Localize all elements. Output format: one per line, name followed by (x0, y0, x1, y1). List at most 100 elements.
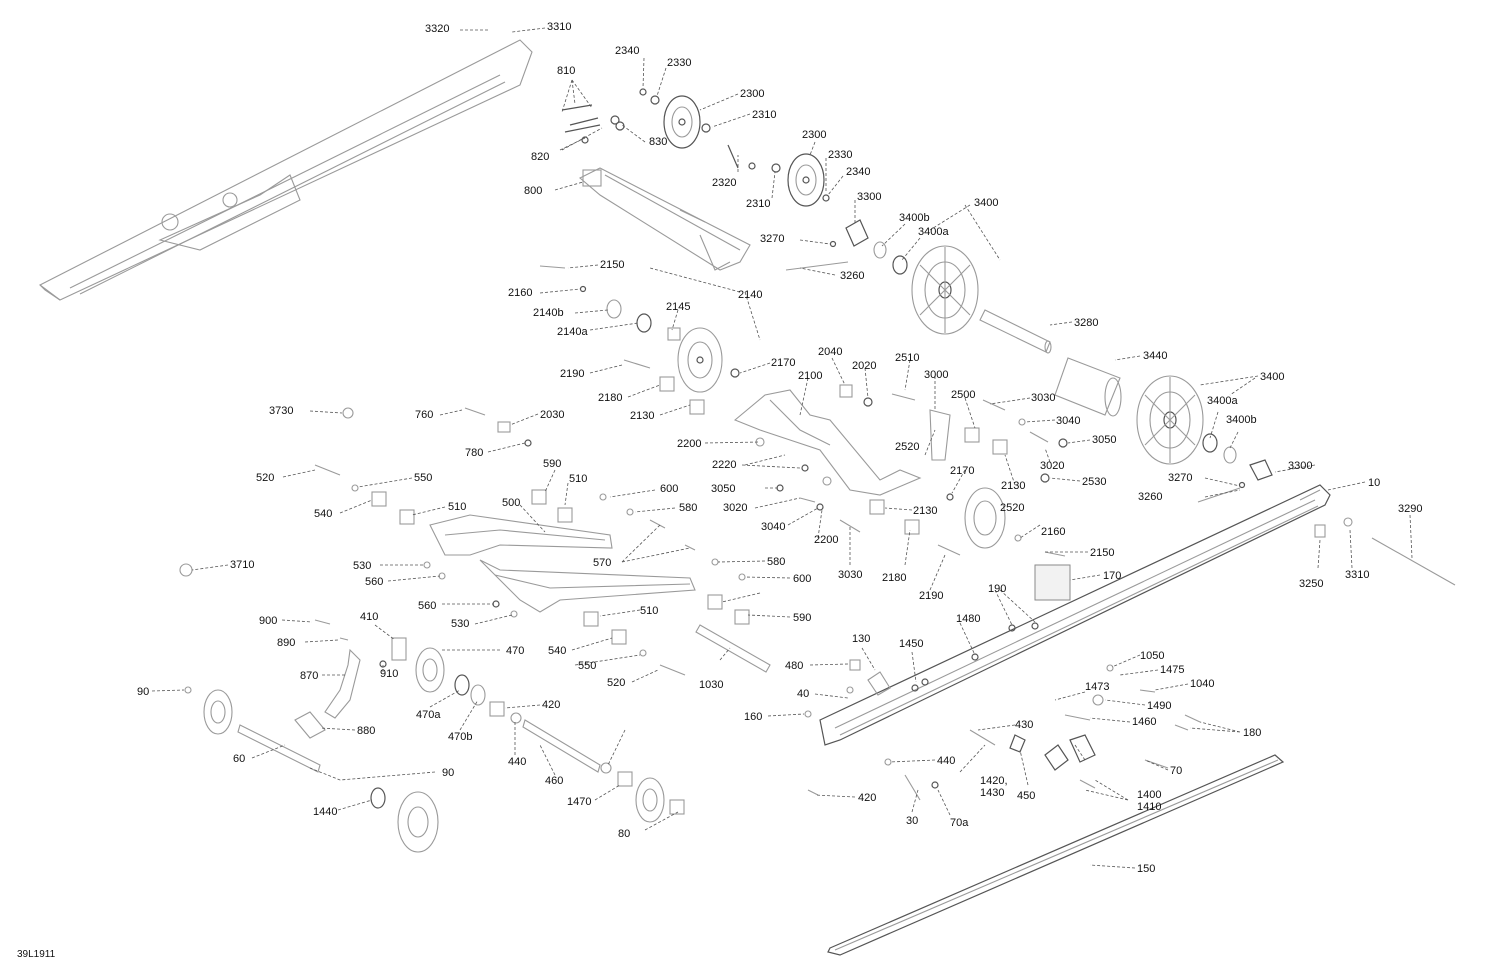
callout-label: 570 (593, 557, 611, 569)
rear-suspension-arm (733, 384, 951, 533)
callout-label: 2310 (752, 109, 776, 121)
callout-label: 2200 (814, 534, 838, 546)
callout-label: 580 (767, 556, 785, 568)
idler-wheels-top (561, 88, 830, 207)
callout-label: 1440 (313, 806, 337, 818)
callout-label: 2520 (1000, 502, 1024, 514)
callout-label: 3050 (1092, 434, 1116, 446)
callout-label: 1470 (567, 796, 591, 808)
callout-label: 3250 (1299, 578, 1323, 590)
callout-label: 2200 (677, 438, 701, 450)
callout-label: 3320 (425, 23, 449, 35)
callout-label: 760 (415, 409, 433, 421)
callout-label: 2160 (1041, 526, 1065, 538)
callout-label: 2190 (919, 590, 943, 602)
callout-label: 2040 (818, 346, 842, 358)
callout-label: 1050 (1140, 650, 1164, 662)
callout-label: 520 (607, 677, 625, 689)
callout-label: 60 (233, 753, 245, 765)
callout-label: 880 (357, 725, 375, 737)
callout-label: 3400a (918, 226, 949, 238)
callout-label: 460 (545, 775, 563, 787)
callout-label: 2140 (738, 289, 762, 301)
callout-label: 3710 (230, 559, 254, 571)
callout-label: 590 (543, 458, 561, 470)
callout-label: 530 (451, 618, 469, 630)
callout-label: 3020 (1040, 460, 1064, 472)
callout-label: 470b (448, 731, 472, 743)
middle-idler-wheel (539, 265, 740, 415)
callout-label: 2130 (913, 505, 937, 517)
slide-rail-right (804, 484, 1456, 746)
callout-label: 2140b (533, 307, 564, 319)
callout-label: 510 (448, 501, 466, 513)
callout-label: 2180 (598, 392, 622, 404)
leader-lines (151, 27, 1413, 869)
callout-label: 2310 (746, 198, 770, 210)
callout-label: 2500 (951, 389, 975, 401)
callout-label: 2530 (1082, 476, 1106, 488)
callout-label: 2170 (950, 465, 974, 477)
callout-label: 810 (557, 65, 575, 77)
callout-label: 430 (1015, 719, 1033, 731)
rear-idler-wheel-lower (1136, 375, 1273, 503)
callout-label: 70 (1170, 765, 1182, 777)
callout-label: 1480 (956, 613, 980, 625)
hyfax-slider (827, 754, 1285, 956)
callout-label: 510 (569, 473, 587, 485)
callout-label: 550 (414, 472, 432, 484)
callout-label: 3440 (1143, 350, 1167, 362)
callout-label: 1473 (1085, 681, 1109, 693)
callout-label: 2330 (667, 57, 691, 69)
rear-idler-wheel-upper (785, 219, 979, 335)
callout-label: 1420,1430 (980, 775, 1008, 799)
front-left-components (184, 619, 685, 853)
callout-label: 2020 (852, 360, 876, 372)
callout-label: 1475 (1160, 664, 1184, 676)
callout-label: 2170 (771, 357, 795, 369)
callout-label: 3040 (1056, 415, 1080, 427)
callout-label: 150 (1137, 863, 1155, 875)
callout-label: 450 (1017, 790, 1035, 802)
callout-label: 900 (259, 615, 277, 627)
callout-label: 540 (548, 645, 566, 657)
callout-label: 30 (906, 815, 918, 827)
front-cross-shaft (579, 167, 751, 271)
callout-label: 3000 (924, 369, 948, 381)
lower-right-hardware (807, 664, 1201, 801)
callout-label: 3280 (1074, 317, 1098, 329)
callout-label: 3040 (761, 521, 785, 533)
callout-label: 90 (442, 767, 454, 779)
callout-label: 180 (1243, 727, 1261, 739)
callout-label: 2320 (712, 177, 736, 189)
callout-label: 1490 (1147, 700, 1171, 712)
callout-label: 3310 (547, 21, 571, 33)
callout-label: 130 (852, 633, 870, 645)
callout-label: 40 (797, 688, 809, 700)
callout-label: 2520 (895, 441, 919, 453)
callout-label: 910 (380, 668, 398, 680)
callout-label: 2180 (882, 572, 906, 584)
callout-label: 580 (679, 502, 697, 514)
callout-label: 440 (508, 756, 526, 768)
callout-label: 3300 (857, 191, 881, 203)
callout-label: 1030 (699, 679, 723, 691)
callout-label: 3030 (838, 569, 862, 581)
callout-label: 2140a (557, 326, 588, 338)
callout-label: 540 (314, 508, 332, 520)
callout-label: 2160 (508, 287, 532, 299)
callout-label: 600 (660, 483, 678, 495)
callout-label: 440 (937, 755, 955, 767)
callout-label: 470 (506, 645, 524, 657)
callout-label: 3400 (974, 197, 998, 209)
callout-label: 2150 (600, 259, 624, 271)
callout-label: 2330 (828, 149, 852, 161)
callout-label: 2190 (560, 368, 584, 380)
callout-label: 3400b (1226, 414, 1257, 426)
callout-label: 530 (353, 560, 371, 572)
callout-label: 520 (256, 472, 274, 484)
callout-label: 3030 (1031, 392, 1055, 404)
callout-label: 2130 (630, 410, 654, 422)
